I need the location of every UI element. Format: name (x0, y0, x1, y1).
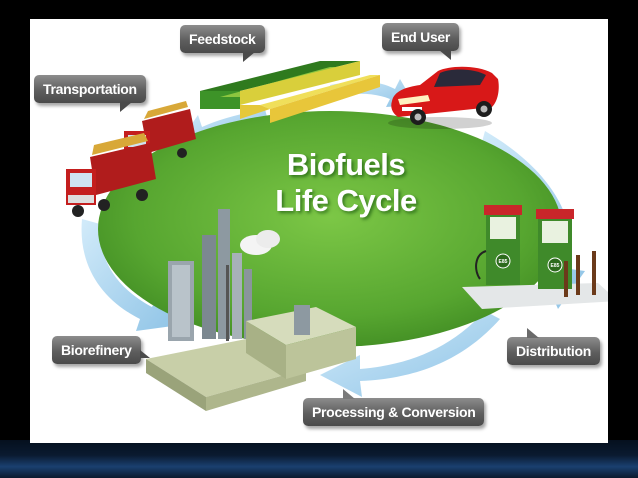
diagram-title: Biofuels Life Cycle (266, 147, 426, 219)
pump-logo-left: E85 (499, 259, 508, 265)
cycle-graphic: E85 E85 (66, 61, 608, 411)
label-biorefinery: Biorefinery (52, 336, 150, 364)
label-processing-conversion: Processing & Conversion (303, 389, 485, 426)
crop-field-icon (200, 61, 380, 123)
slide-footer-band (0, 440, 638, 478)
pump-logo-right: E85 (551, 263, 560, 269)
label-feedstock: Feedstock (180, 25, 265, 62)
title-line-1: Biofuels (286, 147, 406, 182)
truck-icon (66, 133, 156, 217)
car-icon (388, 66, 499, 129)
arrow-bottom (320, 311, 500, 397)
fuel-pump-icon: E85 E85 (462, 205, 608, 309)
title-line-2: Life Cycle (275, 183, 417, 218)
label-transportation: Transportation (34, 75, 146, 112)
biorefinery-icon (146, 209, 356, 411)
label-end-user: End User (382, 23, 460, 60)
label-distribution: Distribution (507, 328, 600, 365)
diagram-panel: E85 E85 Biofuels Life Cycle Feedstock En… (30, 19, 608, 443)
